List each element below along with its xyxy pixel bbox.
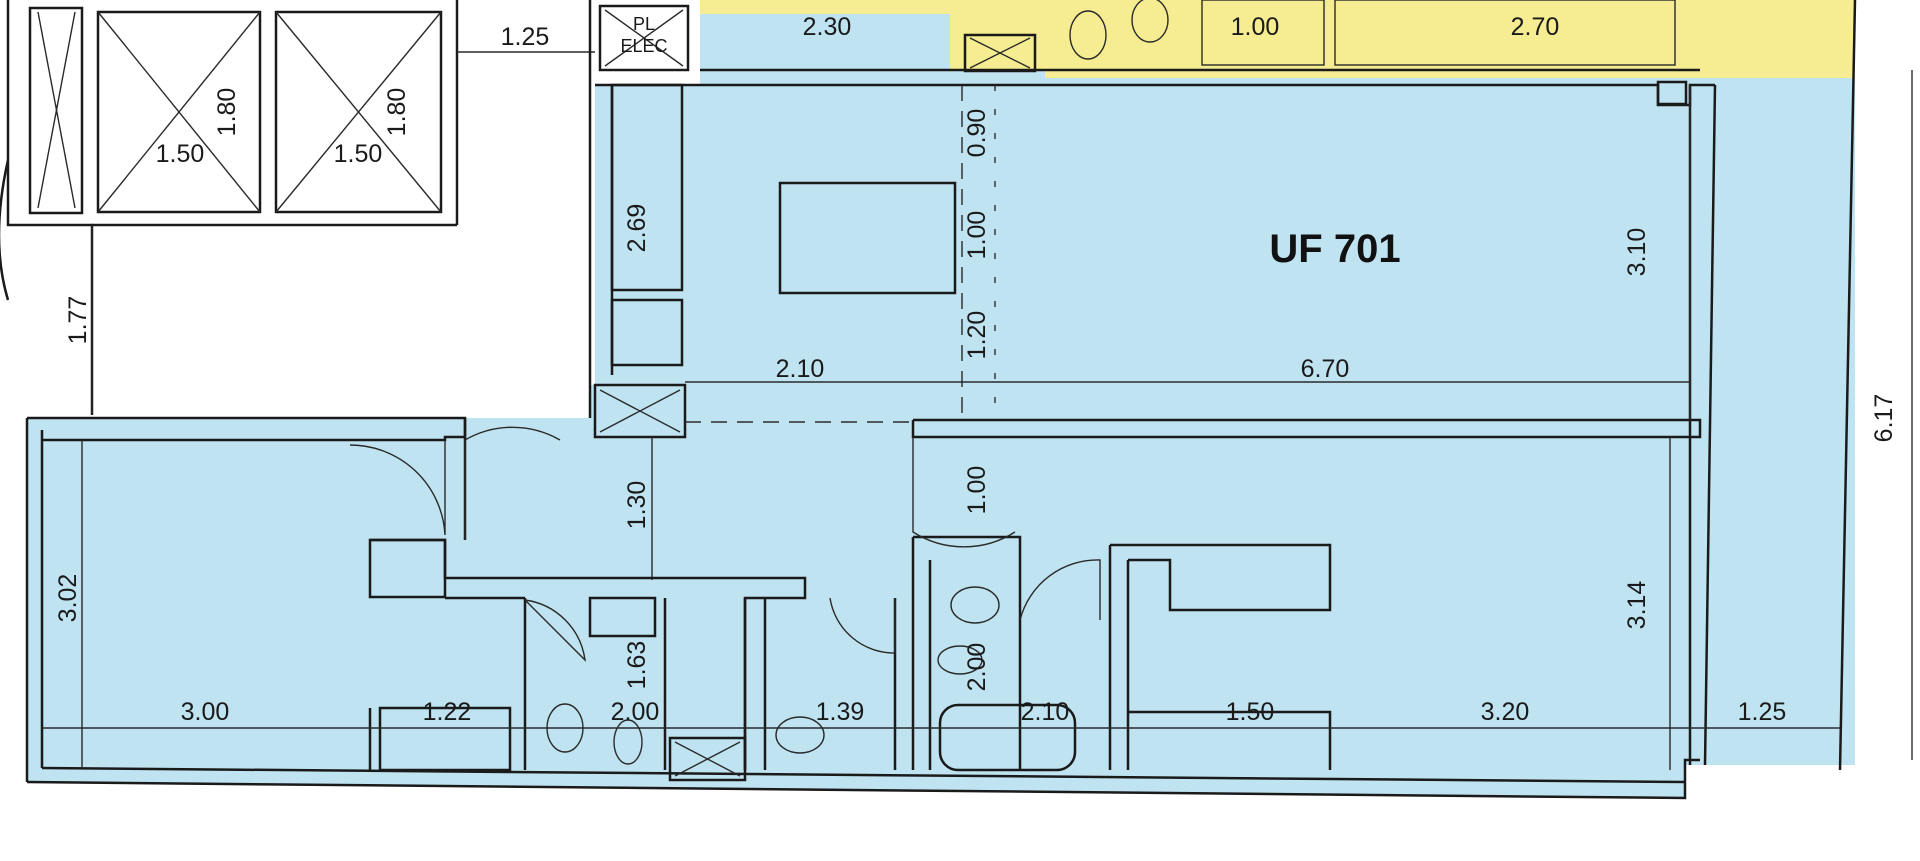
pl-elec-label-1: PL: [633, 14, 655, 34]
dim-1-39: 1.39: [816, 698, 865, 726]
dim-1-25-lower: 1.25: [1738, 698, 1787, 726]
dim-1-50-a: 1.50: [156, 140, 205, 168]
neighbor-strip: [700, 0, 950, 14]
closet-right: [1110, 543, 1332, 612]
dim-2-10-lower: 2.10: [1021, 698, 1070, 726]
dining-table: [778, 181, 957, 295]
sink-1: [613, 719, 643, 765]
neighbor-room-2: [1334, 0, 1676, 66]
unit-area: [27, 14, 1855, 798]
door-bedroom-1: [349, 440, 446, 536]
dim-2-30: 2.30: [803, 13, 852, 41]
stair-left-edge: [0, 159, 10, 301]
dim-1-80-a: 1.80: [213, 88, 241, 137]
south-wall-inner: [41, 766, 1686, 784]
elevator-1: [96, 10, 262, 214]
bath-east-top-h: [913, 535, 1022, 545]
closet-left-low: [378, 706, 512, 772]
dim-3-00: 3.00: [181, 698, 230, 726]
door-bath-west: [524, 599, 586, 662]
unit-label: UF 701: [1269, 227, 1400, 271]
toilet-top-1: [1069, 10, 1107, 60]
hall-shaft-cross-2: [599, 389, 681, 433]
shaft-bottom: [668, 736, 747, 782]
dim-1-30: 1.30: [623, 481, 651, 530]
south-wall: [26, 758, 1700, 800]
elevator-2: [274, 10, 443, 214]
dim-1-00-mid: 1.00: [963, 211, 991, 260]
dim-1-00-door: 1.00: [963, 466, 991, 515]
column-ne: [1656, 80, 1688, 106]
dimension-lines: [42, 70, 1913, 770]
door-bath-east: [1019, 559, 1101, 621]
kitchen-counter: [610, 83, 684, 292]
dim-1-50-b: 1.50: [334, 140, 383, 168]
door-hall: [464, 426, 561, 540]
pl-elec-box: [598, 4, 690, 72]
dim-2-00-bath: 2.00: [611, 698, 660, 726]
door-bath-mid: [829, 597, 896, 654]
balcony-edge: [1838, 0, 1857, 771]
dim-1-63: 1.63: [623, 641, 651, 690]
pl-elec-shaft: PL ELEC: [598, 4, 690, 72]
hall-shaft-box: [593, 383, 687, 439]
dim-6-17: 6.17: [1870, 394, 1898, 443]
top-shaft-cross-2: [969, 37, 1031, 69]
closet-left: [368, 538, 447, 599]
kitchen-appliance: [610, 298, 684, 367]
hall-shaft: [593, 33, 1037, 439]
dim-2-69: 2.69: [623, 204, 651, 253]
shaft-bottom-cross-2: [674, 741, 741, 777]
doors: [349, 426, 1101, 662]
shaft-left-cross-2: [37, 11, 76, 209]
bath-core: [368, 535, 1332, 782]
dim-3-20: 3.20: [1481, 698, 1530, 726]
neighbor-room-1: [1201, 0, 1325, 66]
dim-1-25-top: 1.25: [501, 23, 550, 51]
closet-right-low: [1128, 710, 1332, 770]
core-outline: [6, 0, 94, 415]
partition-living-south: [911, 418, 1702, 439]
dim-3-02: 3.02: [54, 574, 82, 623]
dim-3-14: 3.14: [1623, 581, 1651, 630]
dim-3-10: 3.10: [1623, 228, 1651, 277]
sink-2: [937, 645, 983, 675]
elevator-1-cross-2: [97, 11, 261, 213]
dim-2-00-vert: 2.00: [963, 643, 991, 692]
dim-6-70: 6.70: [1301, 355, 1350, 383]
bathtub: [938, 703, 1077, 772]
shaft-left: [28, 6, 84, 215]
dim-1-50-lower: 1.50: [1226, 698, 1275, 726]
pl-elec-label-2: ELEC: [620, 36, 667, 56]
top-shaft-box: [963, 33, 1037, 73]
toilet-3: [950, 586, 1000, 624]
fixtures: [546, 0, 1676, 765]
toilet-top-2: [1131, 0, 1169, 43]
dim-0-90: 0.90: [963, 109, 991, 158]
partition-bedroom-west: [27, 416, 467, 442]
partitions: [27, 85, 1702, 580]
dim-2-10-upper: 2.10: [776, 355, 825, 383]
dimension-labels: 1.25 2.30 1.00 2.70 1.80 1.80 1.50 1.50 …: [54, 13, 1898, 726]
pl-elec-cross-2: [604, 9, 684, 67]
bath-west-shelf: [588, 596, 657, 638]
elevator-core: [0, 0, 595, 418]
door-bedroom-2: [912, 437, 1016, 548]
dim-1-80-b: 1.80: [383, 88, 411, 137]
unit-fill: [27, 14, 1855, 798]
dim-2-70: 2.70: [1511, 13, 1560, 41]
dim-1-22: 1.22: [423, 698, 472, 726]
dim-1-77: 1.77: [64, 296, 92, 345]
unit-walls: [25, 0, 1857, 800]
toilet-2: [775, 716, 825, 754]
east-wall-outer: [1703, 84, 1717, 766]
dim-1-00-top: 1.00: [1231, 13, 1280, 41]
elevator-2-cross-2: [275, 11, 442, 213]
dim-1-20: 1.20: [963, 311, 991, 360]
